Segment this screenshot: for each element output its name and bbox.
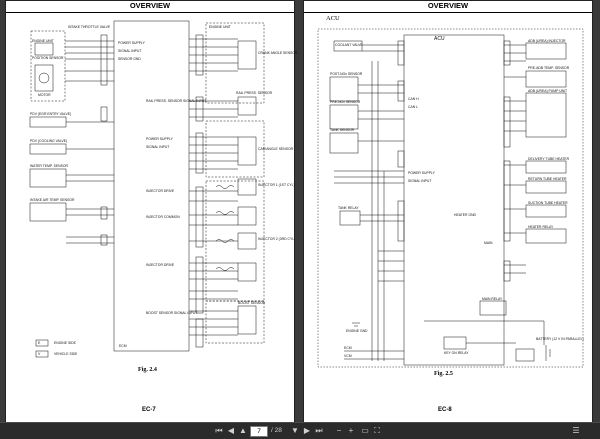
- left-page-header: OVERVIEW: [6, 1, 294, 13]
- label-can-h: CAN H: [408, 97, 419, 101]
- fullscreen-icon[interactable]: ⛶: [374, 426, 380, 435]
- signal-input-1: SIGNAL INPUT: [118, 49, 142, 53]
- signal-input-2: SIGNAL INPUT: [146, 145, 170, 149]
- label-coolant-valve: COOLANT VALVE: [335, 43, 363, 47]
- last-page-icon[interactable]: ⏭: [315, 426, 323, 435]
- label-heater-gnd: HEATER GND: [454, 213, 476, 217]
- left-page: OVERVIEW: [5, 0, 298, 423]
- label-tank-relay: TANK RELAY: [338, 206, 359, 210]
- prev-page-icon[interactable]: ◀: [227, 426, 235, 435]
- label-vcm: VCM: [344, 354, 352, 358]
- page-number-input[interactable]: 7: [250, 426, 268, 437]
- label-ecm-right: ECM: [344, 346, 352, 350]
- signal-power-2: POWER SUPPLY: [146, 137, 173, 141]
- label-motor: MOTOR: [38, 93, 51, 97]
- ecm-wiring-diagram: [29, 20, 265, 358]
- injector-drive-2: INJECTOR DRIVE: [146, 263, 175, 267]
- page-number-right: EC-8: [438, 407, 452, 413]
- label-heater-relay: HEATER RELAY: [528, 225, 554, 229]
- legend-code-e: E: [38, 341, 41, 345]
- label-injector-1: INJECTOR 1 (1ST CYL): [258, 183, 295, 187]
- legend-code-v: V: [38, 352, 41, 356]
- acu-title: ACU: [326, 15, 340, 22]
- label-pre-nox: PRE-NOx SENSOR: [330, 100, 361, 104]
- page-up-icon[interactable]: ▲: [239, 426, 247, 435]
- label-power-supply: POWER SUPPLY: [408, 171, 435, 175]
- label-position-sensor: POSITION SENSOR: [32, 56, 64, 60]
- label-boost-sensor: BOOST SENSOR: [238, 301, 266, 305]
- label-post-nox: POST-NOx SENSOR: [330, 72, 363, 76]
- page-number-left: EC-7: [142, 407, 156, 413]
- acu-wiring-diagram: [317, 28, 584, 368]
- rail-signal-label: RAIL PRESS. SENSOR SIGNAL INPUT: [146, 99, 207, 103]
- label-cam-sensor: CAM ANGLE SENSOR: [258, 147, 294, 151]
- right-page: OVERVIEW ACU: [303, 0, 593, 423]
- label-engine-unit-left: ENGINE UNIT: [32, 39, 54, 43]
- label-crank-sensor: CRANK ANGLE SENSOR: [258, 51, 298, 55]
- boost-signal-label: BOOST SENSOR SIGNAL INPUT: [146, 311, 198, 315]
- label-pdv-egr: PDV (EGR ENTRY VALVE): [30, 112, 72, 116]
- page-down-icon[interactable]: ▼: [291, 426, 299, 435]
- label-pre-adb-sensor: PRE-ADB TEMP. SENSOR: [528, 66, 570, 70]
- label-intake-throttle: INTAKE THROTTLE VALVE: [68, 25, 111, 29]
- injector-common-1: INJECTOR COMMON: [146, 215, 180, 219]
- label-can-l: CAN L: [408, 105, 418, 109]
- fit-page-icon[interactable]: ▭: [361, 426, 369, 435]
- label-injector-2: INJECTOR 2 (3RD CYL): [258, 237, 296, 241]
- label-rail-press: RAIL PRESS. SENSOR: [236, 91, 273, 95]
- label-main: MAIN: [484, 241, 493, 245]
- label-adb-injector: ADB (UREA) INJECTOR: [528, 39, 566, 43]
- label-battery: BATTERY (12 V IN PARALLEL): [536, 337, 584, 341]
- label-intake-air-temp: INTAKE AIR TEMP. SENSOR: [30, 198, 75, 202]
- label-tank-sensor: TANK SENSOR: [330, 128, 355, 132]
- zoom-in-icon[interactable]: +: [348, 426, 354, 435]
- page-total-label: / 28: [271, 427, 282, 434]
- viewer-toolbar: ⏮ ◀ ▲ 7 / 28 ▼ ▶ ⏭ − + ▭ ⛶ ☰: [0, 422, 600, 439]
- figure-caption-left: Fig. 2.4: [138, 367, 157, 373]
- label-engine-gnd: ENGINE GND: [346, 329, 368, 333]
- label-main-relay: MAIN RELAY: [482, 297, 503, 301]
- signal-gnd-1: SENSOR GND: [118, 57, 141, 61]
- menu-icon[interactable]: ☰: [572, 426, 580, 435]
- first-page-icon[interactable]: ⏮: [215, 426, 223, 435]
- label-adb-pump: ADB (UREA) PUMP UNIT: [528, 89, 568, 93]
- zoom-out-icon[interactable]: −: [336, 426, 342, 435]
- label-key-on-relay: KEY ON RELAY: [444, 351, 469, 355]
- label-ecm: ECM: [119, 344, 127, 348]
- figure-caption-right: Fig. 2.5: [434, 371, 453, 377]
- injector-drive-1: INJECTOR DRIVE: [146, 189, 175, 193]
- label-engine-unit-right: ENGINE UNIT: [209, 25, 231, 29]
- signal-power-1: POWER SUPPLY: [118, 41, 145, 45]
- label-suction-heater: SUCTION TUBE HEATER: [528, 201, 568, 205]
- label-pdv-cooling: PDV (COOLING VALVE): [30, 139, 68, 143]
- label-signal-input: SIGNAL INPUT: [408, 179, 432, 183]
- label-water-temp: WATER TEMP. SENSOR: [30, 164, 68, 168]
- next-page-icon[interactable]: ▶: [303, 426, 311, 435]
- legend-text-vehicle-side: VEHICLE SIDE: [54, 352, 78, 356]
- legend-text-engine-side: ENGINE SIDE: [54, 341, 76, 345]
- label-return-heater: RETURN TUBE HEATER: [528, 177, 567, 181]
- right-page-header: OVERVIEW: [304, 1, 592, 13]
- label-delivery-heater: DELIVERY TUBE HEATER: [528, 157, 570, 161]
- label-acu: ACU: [434, 36, 445, 42]
